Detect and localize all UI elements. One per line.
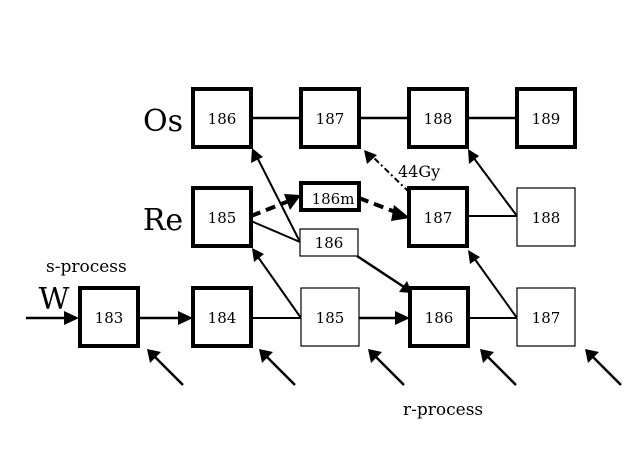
node-re186m — [299, 181, 361, 212]
os-row-connectors — [251, 111, 531, 125]
row-label-re: Re — [143, 203, 183, 238]
node-re188 — [516, 187, 576, 247]
neutron-arrowhead-5 — [585, 349, 599, 363]
node-re185 — [191, 186, 253, 248]
os-row: 186 187 188 189 — [191, 87, 577, 149]
arrowhead-re187 — [468, 250, 480, 264]
node-w183-label: 183 — [95, 309, 124, 327]
arrowhead-w184 — [178, 311, 193, 325]
node-w187-label: 187 — [532, 309, 561, 327]
node-w185-label: 185 — [316, 309, 345, 327]
node-re187-label: 187 — [424, 209, 453, 227]
node-re187 — [407, 186, 469, 248]
r-process-label: r-process — [403, 400, 483, 420]
row-label-os: Os — [143, 104, 183, 139]
node-os187-label: 187 — [316, 110, 345, 128]
node-os186-label: 186 — [208, 110, 237, 128]
node-w185 — [300, 287, 360, 347]
node-re186m-label: 186m — [312, 190, 355, 208]
arrowhead-os188-from-re188 — [468, 149, 479, 164]
neutron-arrowhead-4 — [480, 349, 494, 363]
dashdot-re187-os187 — [373, 157, 410, 193]
neutron-arrow-2 — [266, 356, 296, 386]
node-re185-label: 185 — [208, 209, 237, 227]
neutron-arrow-5 — [592, 356, 622, 386]
neutron-arrow-3 — [375, 356, 405, 386]
node-os188-label: 188 — [424, 110, 453, 128]
beta-decay-arrows — [251, 148, 518, 319]
dashed-re185-re186m — [250, 199, 290, 218]
arrow-w185-re185 — [257, 256, 302, 319]
w-row: 183 184 185 186 187 — [78, 286, 576, 348]
node-os189-label: 189 — [532, 110, 561, 128]
node-os186 — [191, 87, 253, 149]
decay-44gy-label: 44Gy — [398, 162, 440, 181]
node-w186-label: 186 — [425, 309, 454, 327]
w-row-connectors — [26, 311, 517, 325]
node-re186 — [299, 228, 359, 257]
isomer-paths — [250, 150, 410, 221]
arrowhead-w183 — [64, 311, 79, 325]
dashed-re186m-re187 — [358, 196, 399, 215]
neutron-arrowhead-1 — [147, 349, 161, 363]
node-re188-label: 188 — [532, 209, 561, 227]
node-re186-label: 186 — [315, 234, 344, 252]
node-w184-label: 184 — [208, 309, 237, 327]
arrow-re186-os186 — [256, 156, 301, 243]
neutron-arrow-1 — [154, 356, 184, 386]
arrow-w187-re187 — [473, 257, 518, 319]
arrowhead-re186m — [284, 194, 301, 210]
neutron-arrowhead-3 — [368, 349, 382, 363]
line-re185-re186 — [250, 220, 301, 243]
node-w183 — [78, 286, 140, 348]
node-os189 — [515, 87, 577, 149]
node-w186 — [408, 286, 470, 348]
arrowhead-re185 — [252, 248, 264, 262]
arrowhead-w186 — [395, 311, 410, 325]
node-os188 — [407, 87, 469, 149]
arrowhead-re187-from-re186m — [391, 205, 410, 221]
node-w187 — [516, 287, 576, 347]
re-row: 185 186m 186 187 188 — [191, 181, 576, 257]
node-w184 — [191, 286, 253, 348]
s-process-label: s-process — [46, 257, 127, 277]
row-label-w: W — [39, 282, 70, 317]
arrow-re188-os188 — [472, 156, 518, 217]
neutron-arrowhead-2 — [259, 349, 273, 363]
re-row-connectors — [250, 215, 517, 243]
neutron-capture-arrows — [147, 349, 622, 386]
node-os187 — [299, 87, 361, 149]
arrowhead-os187-from-re187 — [364, 150, 377, 164]
arrowhead-os186 — [251, 148, 263, 163]
neutron-arrow-4 — [487, 356, 517, 386]
arrow-re186-w186 — [356, 254, 405, 289]
